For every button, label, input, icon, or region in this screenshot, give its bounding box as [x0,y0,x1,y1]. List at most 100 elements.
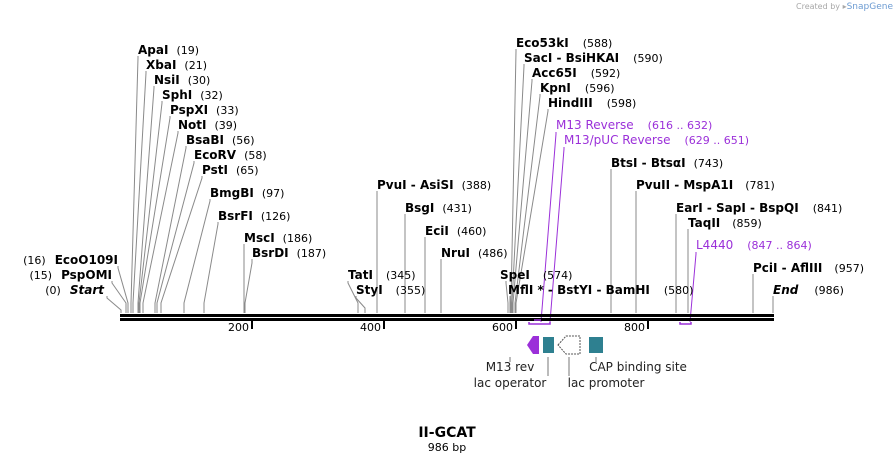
site-name: PspOMI [61,268,112,282]
site-pos: (986) [814,284,844,297]
site-pos: (0) [45,284,61,297]
site-pos: (460) [457,225,487,238]
site-pos: (486) [478,247,508,260]
site-name: HindIII [548,96,593,110]
svg-text:BmgBI(97): BmgBI(97) [210,186,284,200]
primer-leaders [540,132,697,323]
primer-name: M13 Reverse [556,118,634,132]
svg-text:BtsI - BtsαI(743): BtsI - BtsαI (743) [611,156,723,170]
site-name: BsgI [405,201,434,215]
tick-label: 800 [624,321,645,334]
snapgene-credit: Created by ▸SnapGene [796,2,893,12]
primer-range: (616 .. 632) [648,119,713,132]
site-pos: (186) [283,232,313,245]
svg-text:ApaI(19): ApaI(19) [138,43,199,57]
site-pos: (574) [543,269,573,282]
site-name: BsrFI [218,209,253,223]
backbone [120,314,774,321]
site-pos: (388) [462,179,492,192]
site-name: MscI [244,231,275,245]
site-name: MflI * - BstYI - BamHI [508,283,650,297]
svg-text:HindIII(598): HindIII(598) [548,96,636,110]
svg-text:SacI - BsiHKAI(590): SacI - BsiHKAI (590) [524,51,663,65]
svg-text:(16)EcoO109I: (16)EcoO109I [23,253,118,267]
svg-text:BsrFI(126): BsrFI(126) [218,209,290,223]
primer-range: (847 .. 864) [747,239,812,252]
svg-text:M13 Reverse(616 .. 632): M13 Reverse (616 .. 632) [556,118,712,132]
site-pos: (345) [386,269,416,282]
svg-text:MscI(186): MscI (186) [244,231,312,245]
site-pos: (39) [215,119,238,132]
site-name: Start [70,283,105,297]
svg-text:PspXI(33): PspXI(33) [170,103,239,117]
site-pos: (781) [745,179,775,192]
site-pos: (58) [244,149,267,162]
site-name: PvuII - MspA1I [636,178,733,192]
site-pos: (65) [236,164,259,177]
feature-label: lac operator [474,376,547,390]
primer-labels: M13 Reverse (616 .. 632) M13/pUC Reverse(… [556,118,812,252]
svg-text:StyI(355): StyI(355) [356,283,425,297]
site-pos: (592) [591,67,621,80]
svg-text:Eco53kI(588): Eco53kI (588) [516,36,612,50]
tick-label: 200 [228,321,249,334]
site-pos: (596) [585,82,615,95]
feature-labels: M13 rev lac operator lac promoter CAP bi… [474,360,687,390]
feature-label: M13 rev [486,360,535,374]
lac-operator-feature-icon [543,337,554,353]
svg-text:SpeI(574): SpeI(574) [500,268,572,282]
site-name: XbaI [146,58,176,72]
site-name: NotI [178,118,207,132]
m13-rev-feature-icon [527,336,539,354]
site-name: TaqII [688,216,720,230]
svg-text:BsaBI(56): BsaBI(56) [186,133,255,147]
site-name: BtsI - BtsαI [611,156,686,170]
tick-labels: 200 400 600 800 [228,321,645,334]
site-pos: (588) [583,37,613,50]
tick-label: 600 [492,321,513,334]
site-name: EcoO109I [55,253,118,267]
site-pos: (21) [184,59,207,72]
svg-text:SphI(32): SphI(32) [162,88,223,102]
site-name: KpnI [540,81,571,95]
plasmid-name: II-GCAT [418,425,476,441]
site-name: PciI - AflIII [753,261,822,275]
svg-text:TaqII(859): TaqII (859) [688,216,762,230]
feature-label: lac promoter [568,376,645,390]
site-name: EciI [425,224,449,238]
svg-text:PstI(65): PstI(65) [202,163,259,177]
site-name: NsiI [154,73,180,87]
svg-text:(15)PspOMI: (15) PspOMI [29,268,112,282]
site-name: PvuI - AsiSI [377,178,454,192]
site-pos: (590) [633,52,663,65]
site-name: Eco53kI [516,36,569,50]
svg-text:M13/pUC Reverse(629 .. 651): M13/pUC Reverse(629 .. 651) [564,133,749,147]
site-labels: ApaI(19) XbaI (21) NsiI (30) SphI(32) PspX… [23,36,864,297]
site-pos: (859) [732,217,762,230]
site-name: PspXI [170,103,208,117]
primer-name: L4440 [696,238,733,252]
site-pos: (15) [29,269,52,282]
svg-text:PvuI - AsiSI(388): PvuI - AsiSI (388) [377,178,491,192]
site-name: Acc65I [532,66,577,80]
svg-text:(0)Start: (0) Start [45,283,105,297]
site-name: SacI - BsiHKAI [524,51,619,65]
svg-text:NsiI(30): NsiI (30) [154,73,210,87]
svg-text:PvuII - MspA1I(781): PvuII - MspA1I (781) [636,178,775,192]
svg-text:BsgI(431): BsgI(431) [405,201,472,215]
site-pos: (30) [188,74,211,87]
site-name: EcoRV [194,148,237,162]
cap-binding-site-feature-icon [589,337,603,353]
svg-text:EciI(460): EciI (460) [425,224,486,238]
site-pos: (957) [834,262,864,275]
svg-text:EarI - SapI - BspQI(841): EarI - SapI - BspQI(841) [676,201,842,215]
primer-range: (629 .. 651) [685,134,750,147]
lac-promoter-feature-icon [557,335,581,355]
site-pos: (580) [664,284,694,297]
svg-text:EcoRV(58): EcoRV (58) [194,148,267,162]
site-name: SphI [162,88,192,102]
site-name: NruI [441,246,470,260]
site-pos: (743) [694,157,724,170]
plasmid-length: 986 bp [427,441,467,454]
